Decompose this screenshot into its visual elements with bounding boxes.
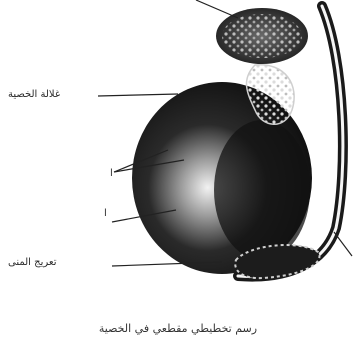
diagram-caption: رسم تخطيطي مقطعي في الخصية bbox=[0, 322, 356, 335]
leader-top bbox=[196, 0, 238, 18]
lobule-region bbox=[214, 120, 310, 260]
leader-capsule bbox=[98, 94, 178, 96]
label-capsule: غلالة الخصية bbox=[8, 89, 60, 100]
label-mark-b: ا bbox=[104, 208, 107, 219]
label-mark-a: ا bbox=[110, 168, 113, 179]
leader-duct bbox=[334, 232, 352, 256]
label-bottom: تعريج المنى bbox=[8, 257, 57, 268]
epididymis-head-texture bbox=[222, 14, 302, 58]
